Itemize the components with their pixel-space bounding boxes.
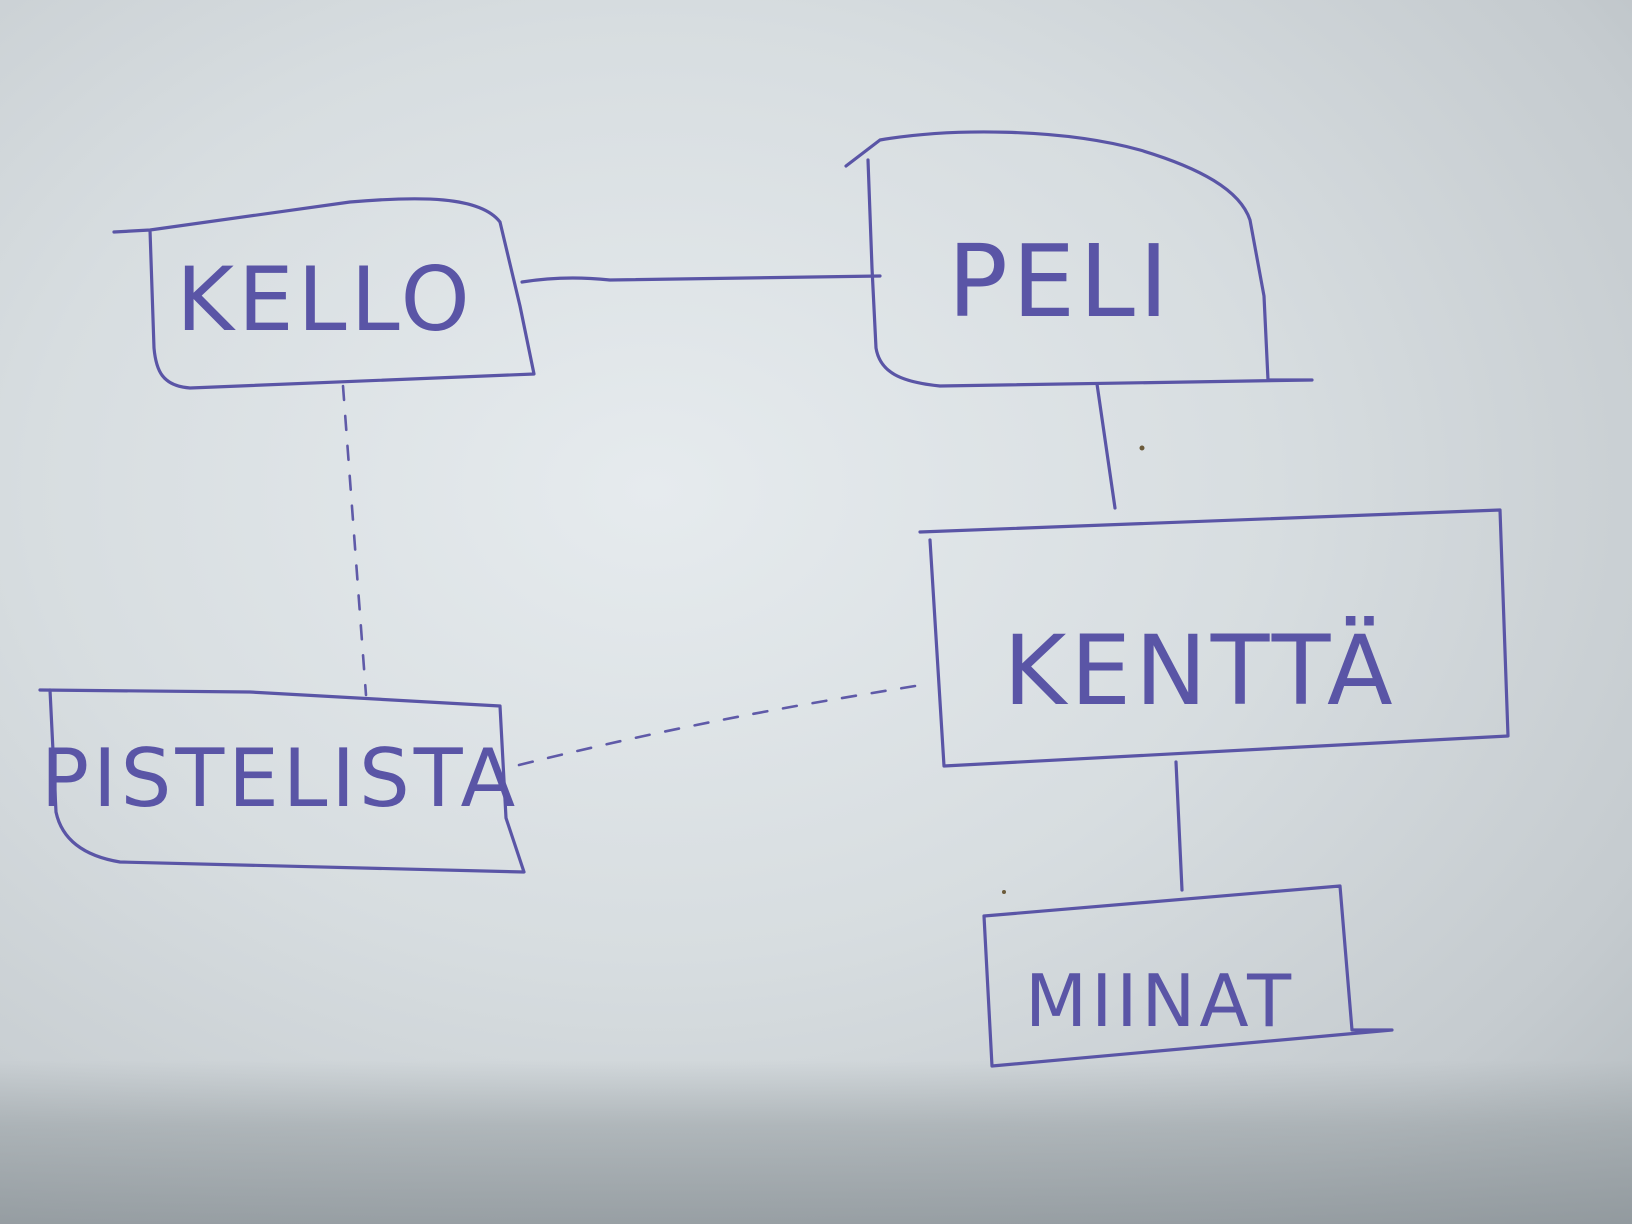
edge-kentta-pistelista: [513, 684, 917, 768]
node-kello: KELLO: [112, 197, 536, 390]
edge-peli-kentta: [1095, 382, 1117, 510]
node-pistelista-box: [38, 688, 526, 874]
node-miinat: MIINAT: [982, 884, 1394, 1068]
edge-kello-pistelista: [341, 384, 368, 697]
node-peli: PELI: [844, 130, 1314, 388]
node-peli-label: PELI: [948, 223, 1173, 340]
node-kello-box: [112, 197, 536, 390]
node-kentta-box: [918, 508, 1510, 768]
paper-speck: [1002, 890, 1006, 894]
paper-speck: [1139, 445, 1145, 451]
paper-bottom-shadow: [0, 1060, 1632, 1224]
node-miinat-label: MIINAT: [1025, 959, 1295, 1043]
node-kentta-label: KENTTÄ: [1003, 615, 1396, 727]
node-pistelista: PISTELISTA: [38, 688, 526, 874]
edge-kello-peli: [520, 274, 882, 284]
edge-kentta-miinat: [1174, 760, 1184, 892]
node-pistelista-label: PISTELISTA: [41, 732, 519, 825]
node-miinat-box: [982, 884, 1394, 1068]
node-kentta: KENTTÄ: [918, 508, 1510, 768]
node-peli-box: [844, 130, 1314, 388]
node-kello-label: KELLO: [176, 248, 474, 351]
